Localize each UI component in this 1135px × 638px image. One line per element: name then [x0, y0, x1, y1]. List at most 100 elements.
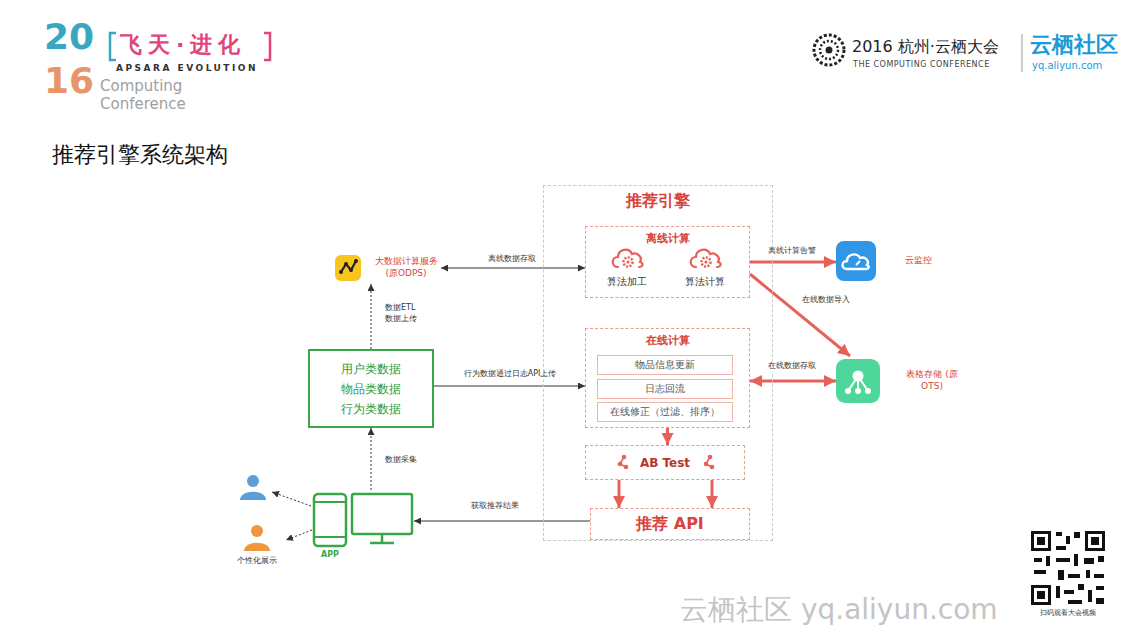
- device-icons: [312, 490, 414, 548]
- table-store: 表格存储 (原OTS): [836, 356, 962, 406]
- icon-line: [341, 261, 356, 272]
- process-box: 在线修正（过滤、排序）: [597, 402, 733, 422]
- logo-subtitle: APSARA EVOLUTION: [116, 63, 258, 73]
- icon-dot: [865, 388, 871, 394]
- edge-label: 离线计算告警: [766, 246, 818, 257]
- node-text: 算法加工: [607, 275, 647, 289]
- icon-dot: [855, 388, 861, 394]
- qr-module: [1056, 532, 1062, 536]
- qr-ground: [1030, 530, 1106, 606]
- edge-label: 行为数据通过日志API上传: [462, 369, 559, 380]
- cloud-monitor: 云监控: [836, 240, 938, 282]
- api-box: 推荐 API: [590, 508, 750, 540]
- icon-dot: [354, 259, 358, 263]
- odps-service: 大数据计算服务 (原ODPS): [333, 252, 441, 284]
- gear: [702, 258, 711, 267]
- logo-text: Conference: [100, 96, 186, 113]
- process-box: 物品信息更新: [597, 355, 733, 375]
- icon-hub: [853, 371, 864, 382]
- cloud-outline: [691, 250, 721, 267]
- header-divider: [1022, 34, 1023, 72]
- qr-finder: [1034, 588, 1048, 602]
- node-text: 在线计算: [646, 333, 690, 348]
- node-text: 物品信息更新: [635, 358, 695, 372]
- node-text: 离线计算: [646, 231, 690, 246]
- abtest-box: AB Test: [585, 445, 745, 480]
- qr-module: [1096, 586, 1104, 590]
- qr-code: [1030, 530, 1106, 606]
- process-box: 日志回流: [597, 379, 733, 399]
- user-icon: [240, 475, 266, 500]
- app-devices: APP: [312, 490, 414, 562]
- icon-cloud: [843, 254, 869, 269]
- page-title: 推荐引擎系统架构: [52, 140, 228, 170]
- person-icon: [243, 524, 271, 552]
- online-group: 在线计算物品信息更新日志回流在线修正（过滤、排序）: [585, 328, 750, 428]
- connector: [286, 530, 312, 540]
- qr-module: [1056, 558, 1070, 562]
- monitor-stand: [381, 534, 384, 542]
- logo-ring: [820, 41, 838, 59]
- cloud-gear-icon: [687, 244, 723, 270]
- qr-finder: [1037, 537, 1045, 545]
- logo-digits: 20: [44, 16, 94, 57]
- monitor-icon: [836, 240, 878, 282]
- qr-finder: [1031, 531, 1051, 551]
- person-body: [244, 543, 270, 551]
- community-url: yq.aliyun.com: [1032, 60, 1102, 72]
- edge-label: 在线数据导入: [800, 295, 852, 306]
- qr-module: [1088, 590, 1092, 602]
- qr-module: [1098, 556, 1104, 562]
- qr-module: [1068, 574, 1080, 578]
- share-dot: [618, 462, 623, 467]
- qr-finder: [1037, 591, 1045, 599]
- odps-icon: [335, 252, 363, 284]
- qr-module: [1064, 590, 1074, 594]
- edge-label: 获取推荐结果: [469, 501, 521, 512]
- connector: [711, 480, 714, 508]
- icon-dot: [845, 388, 851, 394]
- user-icon: 个性化展示: [228, 524, 286, 570]
- connector: [750, 380, 836, 383]
- icon-dot: [344, 262, 348, 266]
- share-dot: [710, 465, 715, 470]
- logo-dot: [826, 47, 833, 54]
- connector: [750, 261, 836, 264]
- connector: [414, 521, 590, 522]
- node-text: 推荐 API: [636, 514, 704, 535]
- edge-label: 数据ETL 数据上传: [383, 303, 427, 325]
- qr-finder: [1085, 531, 1105, 551]
- node-text: 行为类数据: [341, 399, 401, 419]
- qr-finder: [1091, 537, 1099, 545]
- qr-module: [1034, 558, 1042, 562]
- qr-module: [1086, 570, 1090, 578]
- qr-module: [1096, 598, 1104, 604]
- qr-module: [1046, 556, 1050, 566]
- qr-module: [1058, 570, 1064, 580]
- logo-bracket: [264, 33, 270, 60]
- engine-group: 推荐引擎离线计算算法加工 算法计算在线计算物品信息更新日志回流在线修正（过滤、排序…: [543, 185, 773, 541]
- qr-module: [1034, 570, 1046, 574]
- phone: [314, 494, 346, 546]
- edge-label: 离线数据存取: [486, 254, 538, 265]
- node-text: 推荐引擎: [626, 191, 690, 212]
- icon-dot: [349, 268, 353, 272]
- connector: [666, 428, 669, 445]
- node-text: APP: [321, 550, 339, 559]
- node-text: 用户类数据: [341, 359, 401, 379]
- logo-text: Computing: [100, 78, 182, 95]
- logo-digits: 16: [44, 60, 94, 101]
- qr-caption: 扫码观看大会视频: [1040, 609, 1096, 617]
- phone-bar: [314, 501, 346, 503]
- connector: [618, 480, 621, 508]
- logo-ring: [814, 35, 844, 65]
- community-name: 云栖社区: [1030, 32, 1118, 57]
- share-icon: [616, 454, 630, 470]
- edge-label: 数据采集: [383, 455, 419, 466]
- algorithm-icon: 算法计算: [676, 244, 734, 294]
- icon-ground: [836, 359, 880, 403]
- conference-name: 2016 杭州·云栖大会: [852, 38, 999, 56]
- share-icon: [702, 454, 716, 470]
- connector: [371, 428, 372, 490]
